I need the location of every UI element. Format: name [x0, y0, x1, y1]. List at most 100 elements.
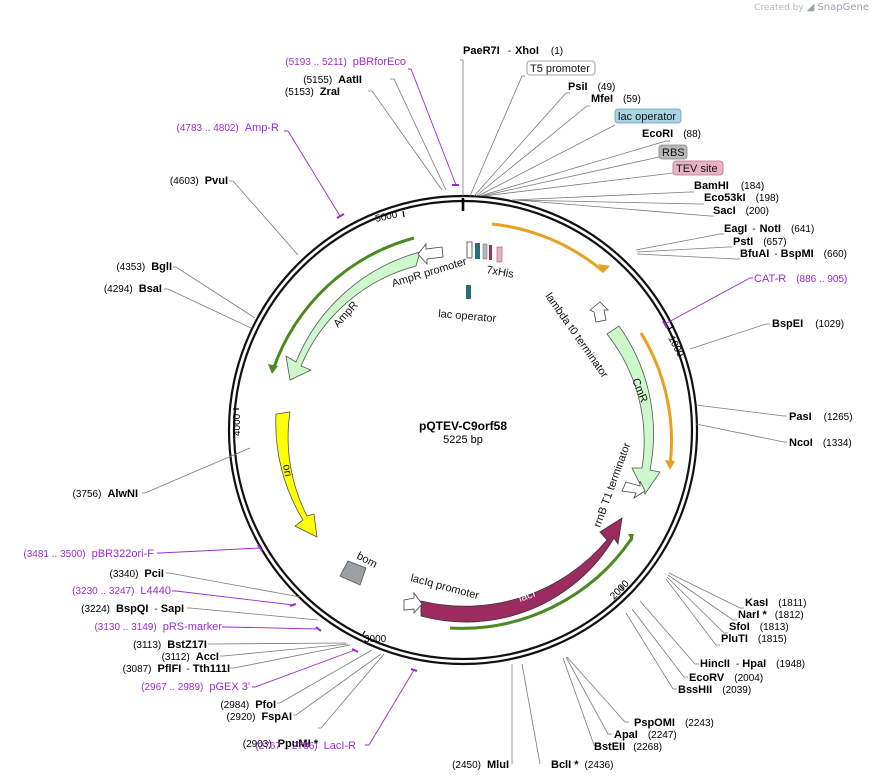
- orf-orange-1: [491, 222, 605, 274]
- boxed-feature-label: RBS: [662, 147, 685, 159]
- svg-text:SacI(200): SacI(200): [713, 205, 769, 217]
- svg-text:(5155)AatII: (5155)AatII: [303, 74, 362, 86]
- feature-lac-operator: [466, 285, 471, 299]
- feature-cmr: [606, 325, 661, 495]
- svg-text:(3087)PflFI-Tth111I: (3087)PflFI-Tth111I: [123, 663, 230, 675]
- svg-text:BssHII(2039): BssHII(2039): [678, 684, 751, 696]
- orf-orange-2: [639, 332, 674, 467]
- primer-labels: (5193 .. 5211)pBRforEco (4783 .. 4802)Am…: [23, 56, 847, 752]
- svg-text:(2903)PpuMI *: (2903)PpuMI *: [243, 738, 319, 750]
- svg-text:(3112)AccI: (3112)AccI: [162, 651, 219, 663]
- boxed-labels: T5 promoter lac operator RBS TEV site: [526, 60, 724, 176]
- feature-ampr: [285, 251, 421, 381]
- orf-green-left: [271, 236, 415, 371]
- enzyme-labels-right: PaeR7I-XhoI(1) PsiI(49) MfeI(59) EcoRI(8…: [463, 45, 853, 771]
- orf-orange-1-arrow: [598, 264, 610, 272]
- boxed-feature-label: T5 promoter: [530, 63, 590, 75]
- svg-text:(3113)BstZ17I: (3113)BstZ17I: [133, 639, 207, 651]
- svg-text:(3230 .. 3247)L4440: (3230 .. 3247)L4440: [72, 585, 171, 597]
- svg-text:(2767 .. 2786)LacI-R: (2767 .. 2786)LacI-R: [255, 740, 356, 752]
- svg-text:(4603)PvuI: (4603)PvuI: [170, 175, 228, 187]
- svg-text:PluTI(1815): PluTI(1815): [721, 633, 787, 645]
- feature-laci: [420, 517, 623, 623]
- enzyme-labels-left: (2450)MluI (2903)PpuMI * (2920)FspAI (29…: [73, 74, 509, 771]
- orf-green-bottom: [449, 537, 634, 630]
- boxed-feature-label: lac operator: [618, 111, 676, 123]
- feature-lac-operator-top: [475, 243, 480, 259]
- label-his: 7xHis: [485, 264, 515, 281]
- plasmid-length: 5225 bp: [443, 434, 483, 446]
- enzyme-leaders: [142, 59, 787, 765]
- svg-text:(2984)PfoI: (2984)PfoI: [220, 699, 276, 711]
- svg-text:MfeI(59): MfeI(59): [591, 93, 641, 105]
- svg-text:ApaI(2247): ApaI(2247): [614, 729, 677, 741]
- svg-text:BclI *(2436): BclI *(2436): [551, 759, 613, 771]
- svg-text:EagI-NotI(641): EagI-NotI(641): [724, 223, 814, 235]
- label-laci: lacI: [517, 588, 537, 605]
- orf-green-bottom-arrow: [628, 534, 634, 542]
- svg-text:(5193 .. 5211)pBRforEco: (5193 .. 5211)pBRforEco: [285, 56, 406, 68]
- label-lac-operator: lac operator: [438, 308, 497, 325]
- svg-text:(2450)MluI: (2450)MluI: [452, 759, 509, 771]
- svg-text:(5153)ZraI: (5153)ZraI: [285, 86, 340, 98]
- svg-text:PasI(1265): PasI(1265): [789, 411, 853, 423]
- svg-text:(3756)AlwNI: (3756)AlwNI: [73, 488, 138, 500]
- feature-t5-promoter: [466, 241, 473, 259]
- feature-laciq-promoter: [403, 591, 423, 615]
- orf-green-left-arrow: [268, 364, 278, 374]
- svg-text:EcoRV(2004): EcoRV(2004): [689, 672, 763, 684]
- svg-text:PstI(657): PstI(657): [733, 236, 787, 248]
- feature-rbs: [482, 243, 488, 260]
- tick-label: 4000: [232, 413, 243, 436]
- tick-label: 1000: [665, 334, 685, 359]
- feature-ori: [275, 411, 318, 538]
- feature-ampr-promoter: [417, 242, 444, 266]
- svg-text:(3130 .. 3149)pRS-marker: (3130 .. 3149)pRS-marker: [94, 621, 222, 633]
- feature-lambda-terminator: [589, 301, 609, 323]
- feature-his-tag: [489, 245, 492, 260]
- box-lac-operator: [614, 108, 682, 124]
- svg-text:PsiI(49): PsiI(49): [568, 81, 615, 93]
- svg-text:PaeR7I-XhoI(1): PaeR7I-XhoI(1): [463, 45, 563, 57]
- svg-text:Eco53kI(198): Eco53kI(198): [704, 192, 779, 204]
- snapgene-brand: Created by ◢ SnapGene: [754, 2, 869, 13]
- tick-label: 2000: [608, 578, 632, 602]
- tick-label: 5000: [374, 209, 398, 224]
- svg-text:EcoRI(88): EcoRI(88): [642, 128, 701, 140]
- boxed-feature-label: TEV site: [676, 163, 718, 175]
- svg-text:BamHI(184): BamHI(184): [694, 180, 764, 192]
- tick-label: 3000: [364, 634, 387, 645]
- svg-text:(4353)BglI: (4353)BglI: [116, 261, 172, 273]
- svg-text:PspOMI(2243): PspOMI(2243): [634, 717, 714, 729]
- label-cmr: CmR: [629, 377, 650, 405]
- svg-text:(3481 .. 3500)pBR322ori-F: (3481 .. 3500)pBR322ori-F: [23, 548, 154, 560]
- svg-text:SfoI(1813): SfoI(1813): [729, 621, 789, 633]
- feature-bom: [339, 560, 367, 586]
- svg-text:BstEII(2268): BstEII(2268): [594, 741, 662, 753]
- plasmid-name: pQTEV-C9orf58: [419, 419, 507, 433]
- svg-text:NarI *(1812): NarI *(1812): [738, 609, 804, 621]
- svg-text:(2967 .. 2989)pGEX 3': (2967 .. 2989)pGEX 3': [141, 681, 250, 693]
- box-rbs: [658, 144, 688, 160]
- svg-text:BspEI(1029): BspEI(1029): [772, 318, 844, 330]
- svg-text:KasI(1811): KasI(1811): [745, 597, 806, 609]
- label-laciq-promoter: lacIq promoter: [409, 572, 480, 602]
- svg-text:HincII-HpaI(1948): HincII-HpaI(1948): [700, 658, 805, 670]
- svg-text:(2920)FspAI: (2920)FspAI: [227, 711, 292, 723]
- orf-orange-2-arrow: [665, 460, 675, 470]
- box-tev-site: [672, 160, 724, 176]
- svg-text:(3340)PciI: (3340)PciI: [110, 568, 164, 580]
- svg-text:(3224)BspQI-SapI: (3224)BspQI-SapI: [81, 603, 184, 615]
- feature-rrnb-terminator: [621, 480, 646, 500]
- label-ori: ori: [280, 463, 294, 477]
- primer-leaders: [157, 68, 753, 746]
- svg-text:(4294)BsaI: (4294)BsaI: [104, 283, 162, 295]
- snapgene-logo-icon: ◢: [806, 2, 818, 13]
- svg-text:BfuAI-BspMI(660): BfuAI-BspMI(660): [740, 248, 847, 260]
- feature-tev-site: [496, 246, 503, 263]
- box-t5-promoter: [526, 60, 596, 76]
- svg-text:NcoI(1334): NcoI(1334): [789, 437, 852, 449]
- svg-text:(4783 .. 4802)Amp-R: (4783 .. 4802)Amp-R: [177, 122, 280, 134]
- svg-text:CAT-R(886 .. 905): CAT-R(886 .. 905): [754, 273, 847, 285]
